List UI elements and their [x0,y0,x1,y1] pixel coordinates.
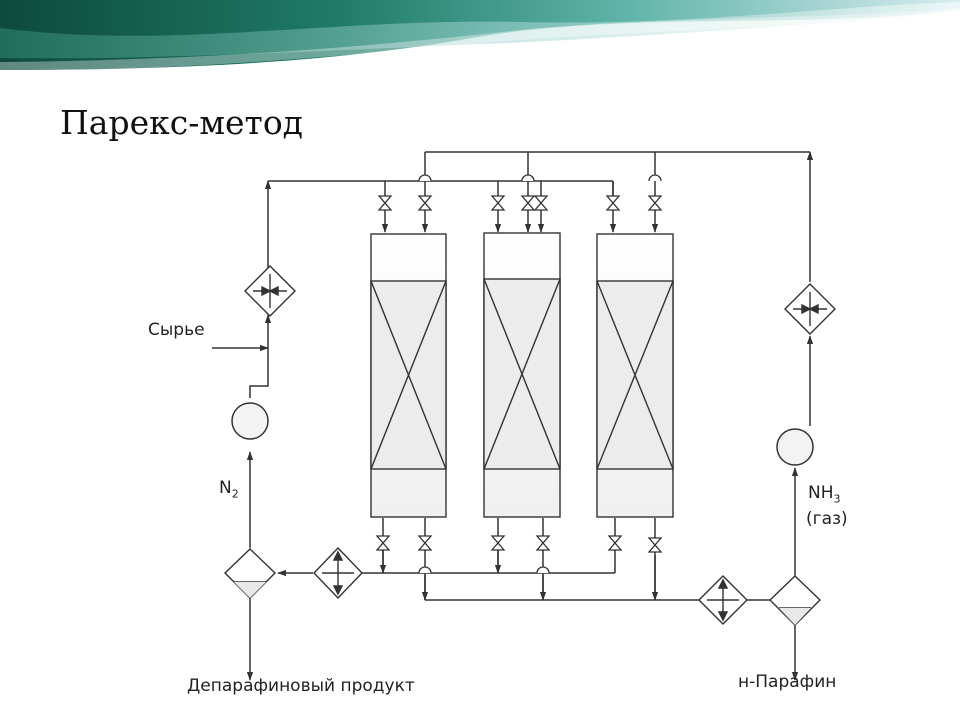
separator-right [768,575,822,626]
separator-left [223,548,277,599]
nitrogen-subscript: 2 [231,487,239,501]
heat-exchanger-right [784,283,836,335]
heat-exchanger-bottom-left [313,546,363,600]
nitrogen-formula: N [219,478,232,498]
adsorber-column-1 [370,233,447,518]
left-riser [249,314,272,398]
pump-right [776,428,814,466]
heat-exchanger-bottom-right [698,575,748,625]
nitrogen-label: N2 [219,478,239,501]
ammonia-formula: NH [808,483,834,503]
page-title: Парекс-метод [60,103,304,142]
ammonia-label: NH3 [808,483,841,506]
adsorber-column-3 [596,233,674,518]
ammonia-state-label: (газ) [806,509,848,529]
paraffin-product-label: н-Парафин [738,672,837,692]
adsorber-column-2 [483,232,561,518]
ammonia-subscript: 3 [833,492,841,506]
dewaxed-product-label: Депарафиновый продукт [187,676,415,696]
header-banner [0,0,960,80]
valve-group [375,195,663,553]
pump-left [231,402,269,440]
feed-label: Сырье [148,320,205,340]
heat-exchanger-left [244,265,296,317]
